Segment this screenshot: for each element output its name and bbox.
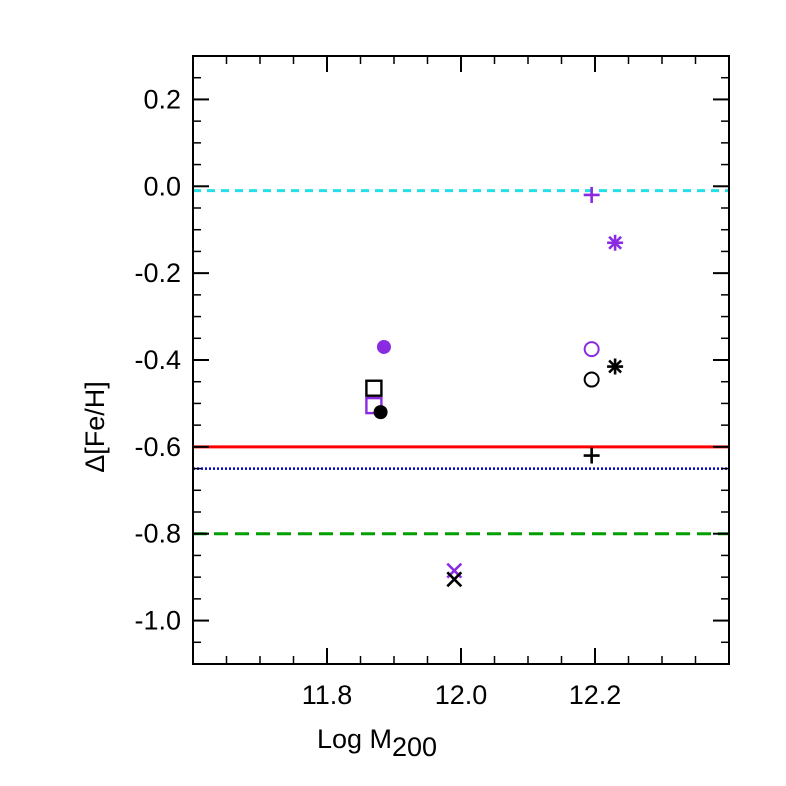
y-axis-label: Δ[Fe/H] xyxy=(80,381,110,473)
data-point-asterisk xyxy=(607,358,624,375)
marker-shape xyxy=(373,405,388,420)
x-axis-label: Log M xyxy=(317,724,392,754)
y-tick-label: 0.0 xyxy=(143,171,181,201)
data-point-filled-circle xyxy=(373,405,388,420)
x-axis-label-subscript: 200 xyxy=(392,732,437,762)
data-point-filled-circle xyxy=(376,339,391,354)
y-tick-label: 0.2 xyxy=(143,84,181,114)
marker-shape xyxy=(583,371,600,388)
data-point-plus xyxy=(583,447,600,464)
marker-stroke xyxy=(446,571,463,588)
reference-lines xyxy=(193,189,729,536)
marker-stroke xyxy=(608,359,623,374)
x-tick-label: 11.8 xyxy=(302,680,353,710)
data-point-open-square xyxy=(365,379,383,397)
data-point-cross-x xyxy=(446,571,463,588)
data-point-plus xyxy=(583,186,600,203)
y-tick-label: -0.6 xyxy=(134,432,181,462)
marker-shape xyxy=(365,379,383,397)
data-point-open-circle xyxy=(583,341,600,358)
y-tick-label: -0.2 xyxy=(134,258,181,288)
marker-shape xyxy=(583,341,600,358)
x-tick-label: 12.2 xyxy=(569,680,622,710)
marker-shape xyxy=(376,339,391,354)
y-tick-label: -0.4 xyxy=(134,345,181,375)
y-tick-label: -1.0 xyxy=(134,606,181,636)
axes: 0.2 0.0 -0.2 -0.4 -0.6 -0.8 -1.0 11.8 12.0 12.2 xyxy=(134,55,730,710)
data-point-asterisk xyxy=(607,234,624,251)
data-points xyxy=(365,186,624,588)
marker-stroke xyxy=(608,235,623,250)
x-tick-label: 12.0 xyxy=(435,680,488,710)
y-tick-label: -0.8 xyxy=(134,519,181,549)
data-point-open-circle xyxy=(583,371,600,388)
